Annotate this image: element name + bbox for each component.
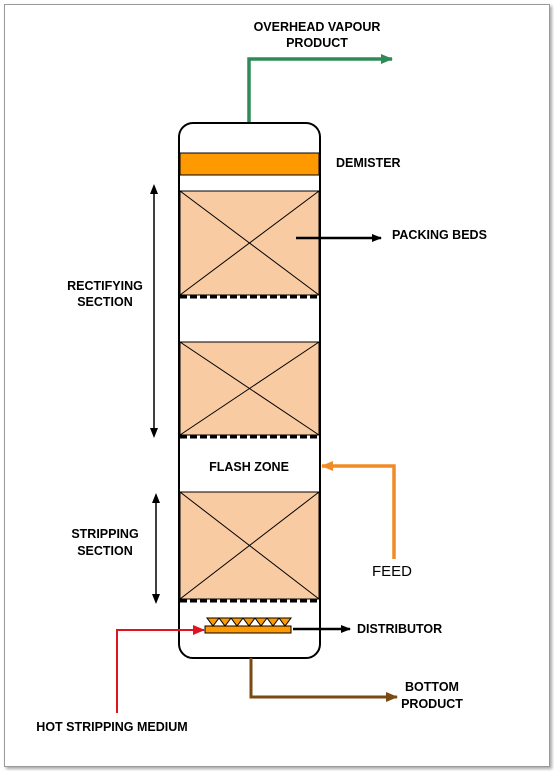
rectifying-label: RECTIFYING [67,279,143,293]
flash-zone-label: FLASH ZONE [209,460,289,474]
demister-label: DEMISTER [336,156,401,170]
bottom-label: BOTTOM [405,680,459,694]
overhead-product-label: PRODUCT [286,36,348,50]
packing-bed-middle [179,341,320,439]
rectifying-section-label: SECTION [77,295,133,309]
demister-pad [179,152,320,176]
hot-stripping-medium-label: HOT STRIPPING MEDIUM [36,720,187,734]
bottom-product-line [249,658,398,702]
overhead-vapour-line [247,54,393,123]
bottom-product-label: PRODUCT [401,697,463,711]
feed-label: FEED [372,563,412,580]
stripping-section-label: SECTION [77,544,133,558]
overhead-vapour-label: OVERHEAD VAPOUR [254,20,381,34]
distributor [204,617,292,634]
packing-bed-top [179,190,320,299]
stripping-label: STRIPPING [71,527,138,541]
hot-stripping-medium-line [116,625,205,713]
distributor-label: DISTRIBUTOR [357,622,442,636]
stripping-section-span [152,493,160,604]
packing-bed-bottom [179,491,320,603]
packing-beds-label: PACKING BEDS [392,228,487,242]
feed-line [321,461,396,559]
rectifying-section-span [150,184,158,438]
